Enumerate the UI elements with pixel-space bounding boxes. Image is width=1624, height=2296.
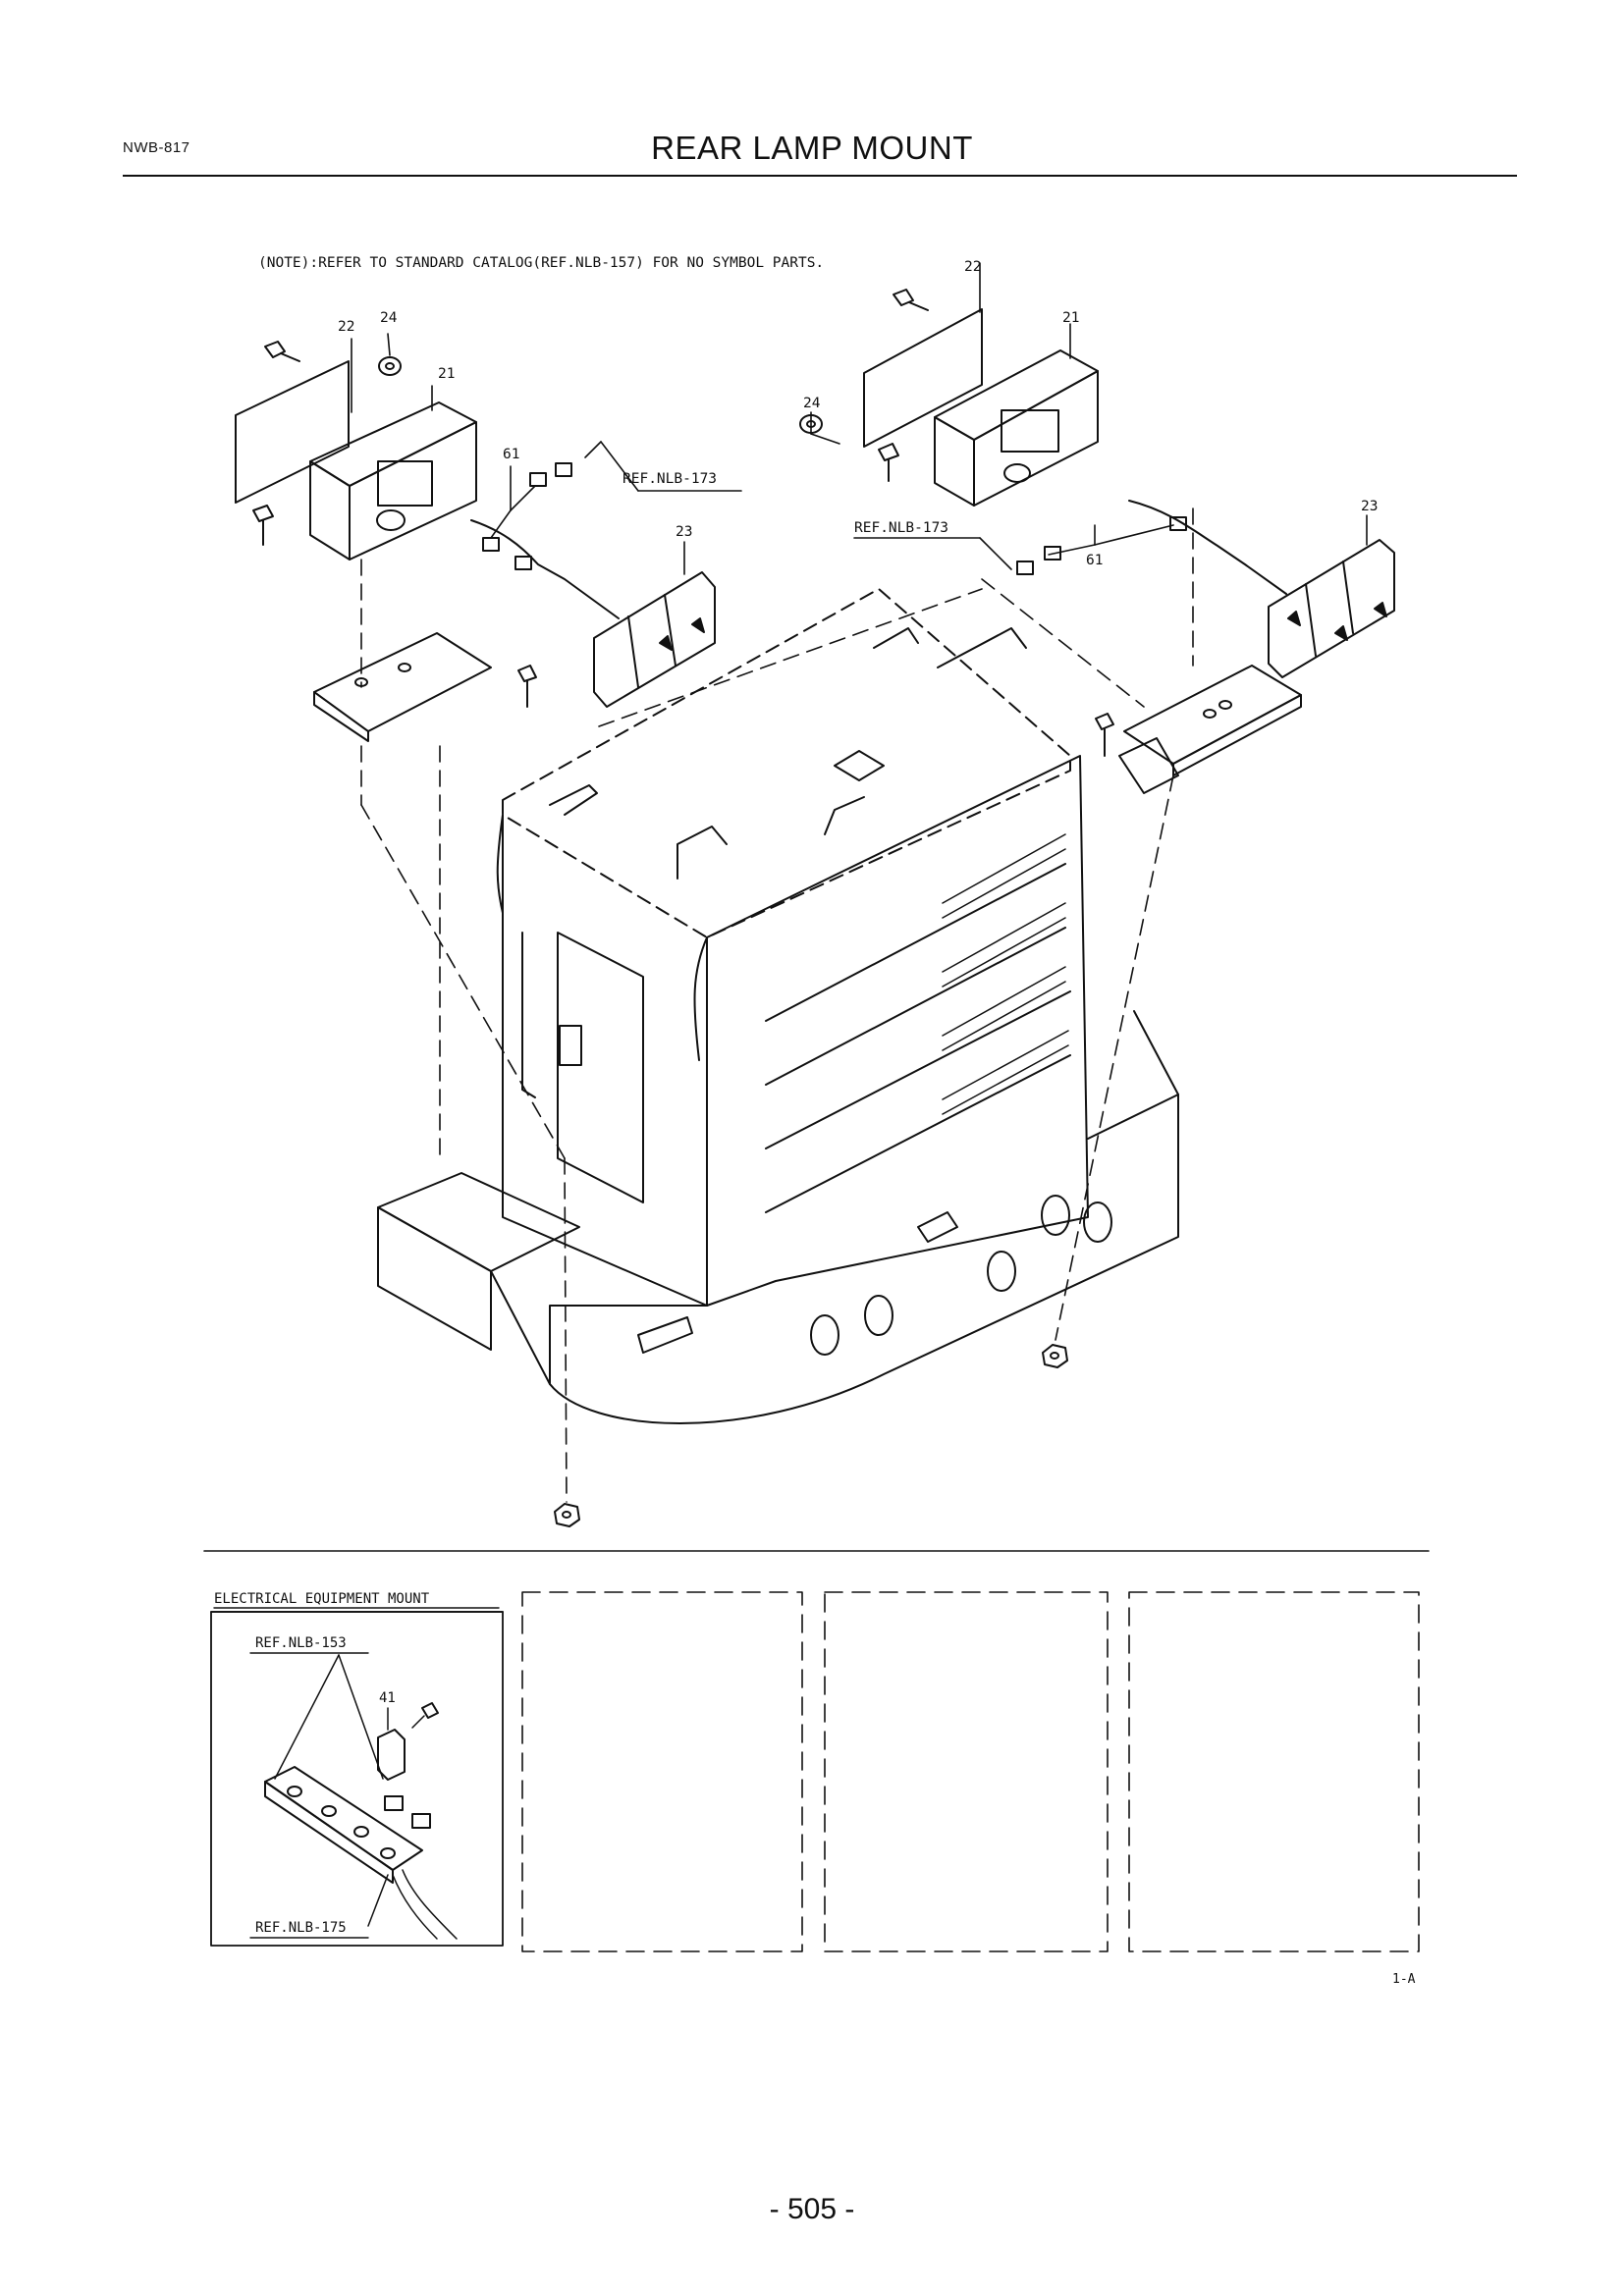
- document-code: NWB-817: [123, 139, 190, 156]
- page-number: - 505 -: [769, 2193, 855, 2225]
- left-lamp-plate: [235, 360, 350, 504]
- callout-22-left: 22: [338, 319, 354, 335]
- machine-rear-body: [377, 588, 1179, 1527]
- inset-ref-top: REF.NLB-153: [255, 1635, 347, 1651]
- callout-21-right: 21: [1062, 310, 1079, 326]
- left-lamp-bracket: [309, 401, 477, 561]
- left-washer-24: [378, 356, 402, 376]
- ref-label-right: REF.NLB-173: [854, 520, 948, 536]
- left-connector-61c: [482, 537, 500, 552]
- left-bolt-lower: [252, 505, 274, 546]
- right-mount-bracket: [1118, 665, 1302, 794]
- right-bolt-22: [893, 289, 929, 311]
- inset-frame: [210, 1611, 504, 1947]
- callout-leader-lines: [351, 262, 1368, 575]
- callout-41: 41: [379, 1690, 396, 1706]
- callout-61-right: 61: [1086, 553, 1103, 568]
- callout-24-left: 24: [380, 310, 398, 326]
- electrical-equipment-inset: ELECTRICAL EQUIPMENT MOUNT REF.NLB-153 4…: [210, 1591, 504, 1947]
- inset-mounting-plate: [264, 1766, 423, 1884]
- left-rear-lamp: [593, 571, 716, 708]
- callout-22-right: 22: [964, 259, 981, 275]
- left-bracket-bolt: [517, 665, 537, 708]
- inset-title: ELECTRICAL EQUIPMENT MOUNT: [214, 1591, 430, 1607]
- inset-connector-b: [411, 1813, 431, 1829]
- figure-id: 1-A: [1392, 1972, 1416, 1987]
- right-connector-61c: [1169, 516, 1187, 531]
- right-lamp-bracket: [934, 349, 1099, 507]
- rear-step-platform: [377, 1172, 580, 1351]
- grille-perforations: [942, 833, 1069, 1115]
- callout-61-left: 61: [503, 447, 519, 462]
- right-wire-harness: [1128, 500, 1287, 595]
- right-lamp-assembly: [799, 289, 1395, 794]
- callout-23-left: 23: [676, 524, 692, 540]
- left-bolt-22: [264, 341, 300, 362]
- empty-panel-2: [824, 1591, 1109, 1952]
- side-access-door: [521, 932, 644, 1203]
- empty-panel-3: [1128, 1591, 1420, 1952]
- header-divider: [123, 175, 1517, 177]
- right-connector-61a: [1044, 546, 1061, 561]
- callout-21-left: 21: [438, 366, 455, 382]
- empty-panel-1: [521, 1591, 803, 1952]
- inset-harness: [402, 1869, 458, 1940]
- left-wire-harness: [470, 519, 620, 619]
- page-title: REAR LAMP MOUNT: [651, 130, 973, 166]
- inset-connector-a: [384, 1795, 404, 1811]
- left-connector-61b: [555, 462, 572, 477]
- left-lamp-assembly: [235, 341, 716, 742]
- assembly-leader-lines: [360, 507, 1194, 1503]
- ref-label-left: REF.NLB-173: [623, 471, 717, 487]
- left-connector-61d: [514, 556, 532, 570]
- inset-ref-bottom: REF.NLB-175: [255, 1920, 347, 1936]
- relay-41: [377, 1707, 406, 1781]
- reference-note: (NOTE):REFER TO STANDARD CATALOG(REF.NLB…: [258, 255, 824, 271]
- left-connector-61a: [529, 472, 547, 487]
- left-mount-bracket: [313, 632, 492, 742]
- right-bolt-lower: [878, 443, 899, 482]
- right-connector-61b: [1016, 561, 1034, 575]
- right-rear-lamp: [1268, 539, 1395, 678]
- empty-panels: [521, 1591, 1420, 1952]
- inset-screw: [411, 1702, 439, 1729]
- right-bracket-bolt: [1095, 713, 1114, 757]
- right-lamp-plate: [863, 308, 983, 448]
- callout-24-right: 24: [803, 396, 821, 411]
- rear-counterweight: [490, 1010, 1179, 1424]
- callout-23-right: 23: [1361, 499, 1378, 514]
- lower-nut-left: [554, 1503, 580, 1527]
- lower-nut-right: [1042, 1344, 1068, 1368]
